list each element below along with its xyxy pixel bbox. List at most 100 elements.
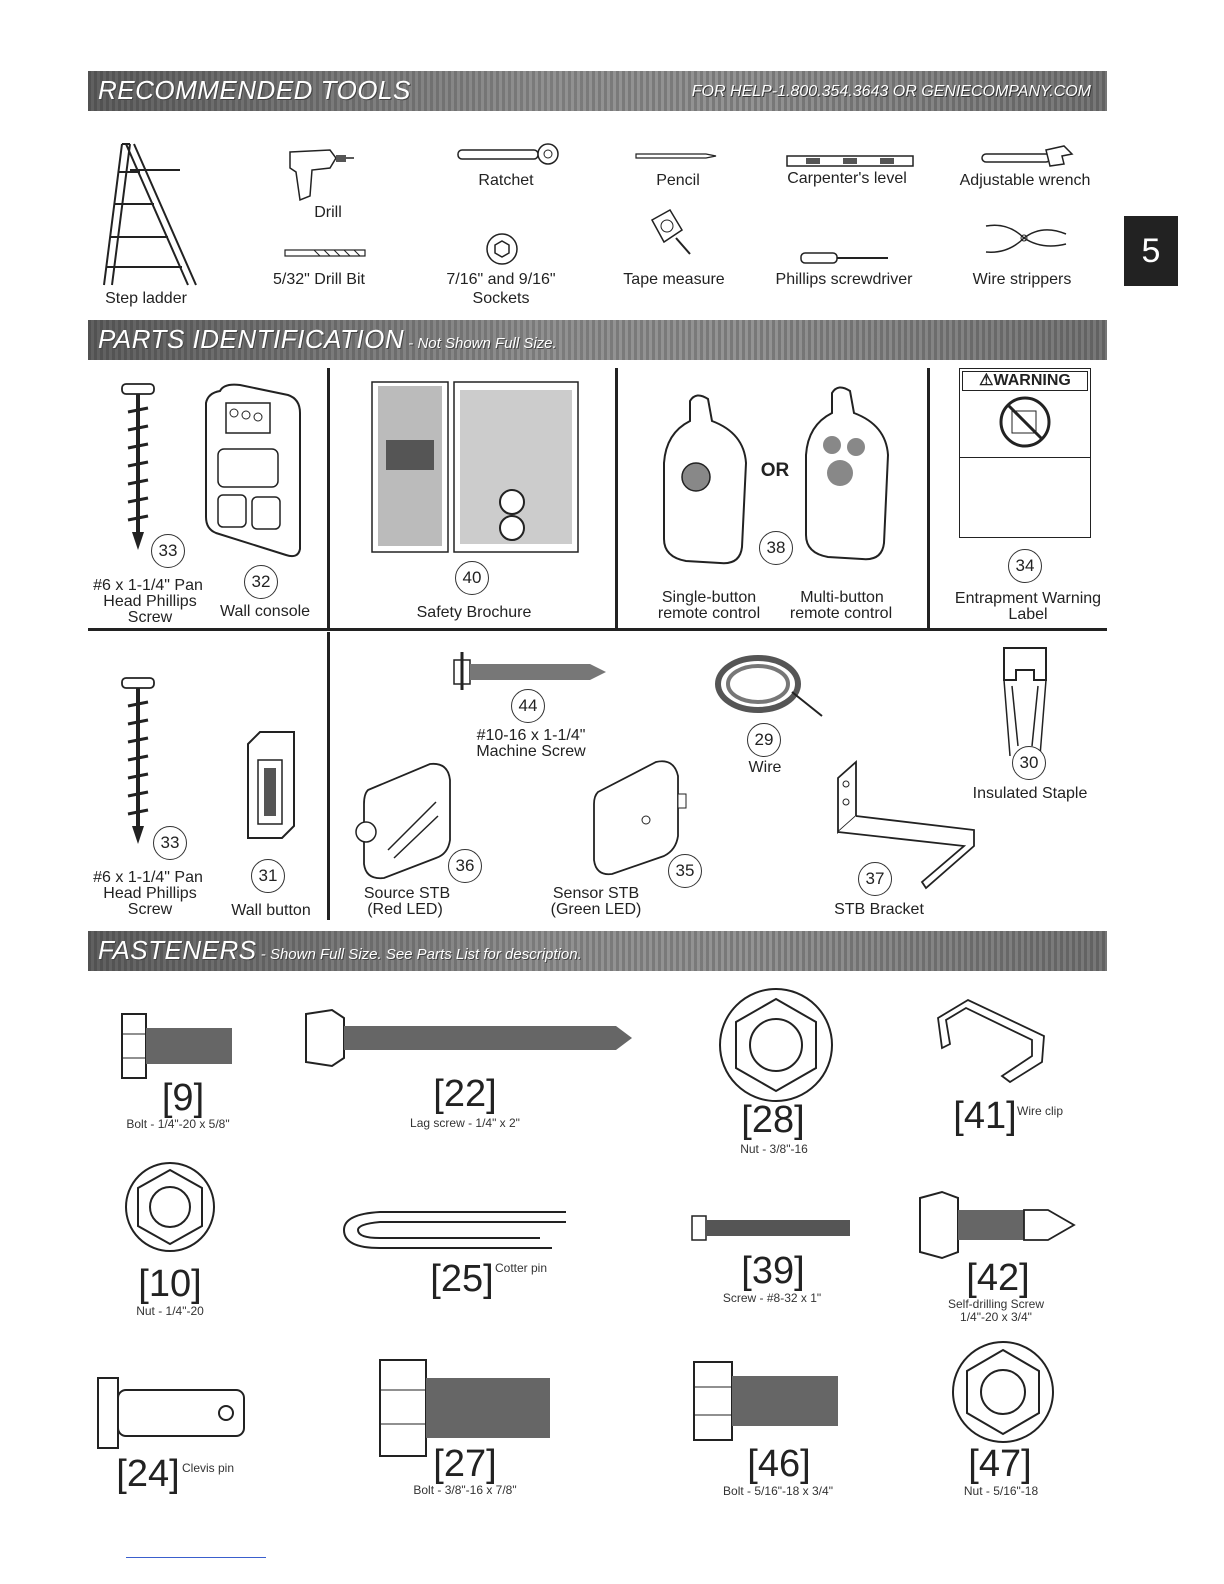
- nut-icon: [125, 1162, 215, 1252]
- machine-screw-icon: [453, 652, 606, 690]
- divider: [327, 368, 330, 630]
- entrapment-warning-label-image: ⚠WARNING: [959, 368, 1091, 538]
- level-label: Carpenter's level: [787, 170, 907, 187]
- step-ladder-icon: [103, 143, 197, 286]
- pan-head-screw-icon: [121, 383, 155, 550]
- part-number-badge: 33: [151, 534, 185, 568]
- fastener-description: Clevis pin: [182, 1461, 235, 1475]
- tape-measure-icon: [650, 208, 691, 255]
- tape-measure-label: Tape measure: [623, 271, 725, 288]
- step-ladder-label: Step ladder: [105, 290, 187, 307]
- fastener-description: Nut - 3/8"-16: [740, 1142, 808, 1156]
- nut-icon: [952, 1341, 1054, 1443]
- level-icon: [786, 155, 914, 167]
- sensor-stb-label-line2: (Green LED): [550, 901, 642, 918]
- part-33-label-line2: Head Phillips: [103, 885, 197, 902]
- insulated-staple-icon: [1003, 647, 1047, 757]
- fastener-number: [28]: [741, 1099, 805, 1141]
- part-33-label-line1: #6 x 1-1/4" Pan: [93, 577, 203, 594]
- ratchet-icon: [457, 143, 559, 165]
- fasteners-title: FASTENERS - Shown Full Size. See Parts L…: [98, 935, 582, 966]
- machine-screw-label-line2: Machine Screw: [476, 743, 586, 760]
- screwdriver-icon: [800, 252, 888, 264]
- warning-header: ⚠WARNING: [962, 371, 1088, 391]
- fasteners-title-text: FASTENERS: [98, 935, 257, 965]
- fastener-number: [25]: [430, 1258, 494, 1300]
- drill-icon: [289, 149, 354, 202]
- part-33-label-line2: Head Phillips: [103, 593, 197, 610]
- wire-coil-icon: [715, 655, 823, 717]
- lag-screw-icon: [305, 1008, 632, 1068]
- fastener-description: Lag screw - 1/4" x 2": [410, 1116, 520, 1130]
- warning-label-line2: Label: [1008, 606, 1048, 623]
- part-33-label-line3: Screw: [127, 609, 173, 626]
- part-number-badge: 38: [759, 531, 793, 565]
- fastener-description: Self-drilling Screw: [947, 1297, 1045, 1311]
- sockets-label-line2: Sockets: [472, 290, 530, 307]
- machine-screw-label-line1: #10-16 x 1-1/4": [476, 727, 586, 744]
- part-number-badge: 33: [153, 826, 187, 860]
- screw-icon: [691, 1215, 850, 1241]
- part-number-badge: 36: [448, 849, 482, 883]
- safety-brochure-label: Safety Brochure: [416, 604, 532, 621]
- warning-label-line1: Entrapment Warning: [954, 590, 1102, 607]
- stb-bracket-label: STB Bracket: [834, 901, 924, 918]
- footer-rule: [126, 1557, 266, 1558]
- fastener-number: [46]: [747, 1443, 811, 1485]
- divider: [615, 368, 618, 630]
- adjustable-wrench-label: Adjustable wrench: [959, 172, 1091, 189]
- socket-icon: [486, 233, 518, 265]
- part-number-badge: 30: [1012, 746, 1046, 780]
- fastener-description: Nut - 1/4"-20: [136, 1304, 204, 1318]
- drill-bit-icon: [284, 249, 366, 257]
- pencil-icon: [635, 153, 717, 159]
- parts-subtitle-text: - Not Shown Full Size.: [404, 335, 557, 352]
- drill-bit-label: 5/32" Drill Bit: [273, 271, 365, 288]
- divider: [88, 628, 1107, 631]
- wall-console-icon: [205, 383, 301, 558]
- source-stb-icon: [355, 762, 451, 880]
- clevis-pin-icon: [97, 1377, 245, 1449]
- parts-identification-title: PARTS IDENTIFICATION - Not Shown Full Si…: [98, 324, 557, 355]
- source-stb-label-line2: (Red LED): [367, 901, 443, 918]
- fastener-number: [47]: [968, 1443, 1032, 1485]
- nut-icon: [719, 988, 833, 1102]
- wall-console-label: Wall console: [219, 603, 311, 620]
- wall-button-icon: [247, 731, 295, 839]
- single-remote-label-line1: Single-button: [661, 589, 757, 606]
- fastener-number: [42]: [966, 1257, 1030, 1299]
- fastener-number: [39]: [741, 1250, 805, 1292]
- fastener-description: Bolt - 3/8"-16 x 7/8": [413, 1483, 517, 1497]
- recommended-tools-banner: RECOMMENDED TOOLS FOR HELP-1.800.354.364…: [88, 71, 1107, 111]
- fastener-description: Bolt - 5/16"-18 x 3/4": [723, 1484, 833, 1498]
- part-number-badge: 40: [455, 561, 489, 595]
- multi-button-remote-icon: [805, 386, 890, 561]
- help-contact-text: FOR HELP-1.800.354.3643 OR GENIECOMPANY.…: [691, 83, 1091, 100]
- screwdriver-label: Phillips screwdriver: [775, 271, 913, 288]
- cotter-pin-icon: [342, 1211, 566, 1249]
- parts-identification-banner: PARTS IDENTIFICATION - Not Shown Full Si…: [88, 320, 1107, 360]
- fastener-number: [27]: [433, 1443, 497, 1485]
- divider: [327, 632, 330, 920]
- wire-strippers-icon: [985, 224, 1067, 253]
- stb-bracket-icon: [837, 759, 975, 890]
- fastener-number: [22]: [433, 1073, 497, 1115]
- recommended-tools-title: RECOMMENDED TOOLS: [98, 75, 411, 105]
- fastener-number: [41]: [953, 1095, 1017, 1137]
- parts-title-text: PARTS IDENTIFICATION: [98, 324, 405, 354]
- sensor-stb-icon: [593, 760, 687, 876]
- safety-brochure-icon: [371, 381, 579, 553]
- wire-clip-icon: [937, 998, 1045, 1084]
- self-drilling-screw-icon: [919, 1190, 1076, 1260]
- source-stb-label-line1: Source STB: [363, 885, 451, 902]
- adjustable-wrench-icon: [981, 145, 1074, 167]
- part-33-label-line3: Screw: [127, 901, 173, 918]
- fastener-number: [9]: [161, 1077, 205, 1119]
- part-number-badge: 44: [511, 689, 545, 723]
- sensor-stb-label-line1: Sensor STB: [552, 885, 640, 902]
- page-number-tab: 5: [1124, 216, 1178, 286]
- fastener-description: Screw - #8-32 x 1": [722, 1291, 822, 1305]
- multi-remote-label-line2: remote control: [789, 605, 893, 622]
- pan-head-screw-icon: [121, 677, 155, 844]
- part-33-label-line1: #6 x 1-1/4" Pan: [93, 869, 203, 886]
